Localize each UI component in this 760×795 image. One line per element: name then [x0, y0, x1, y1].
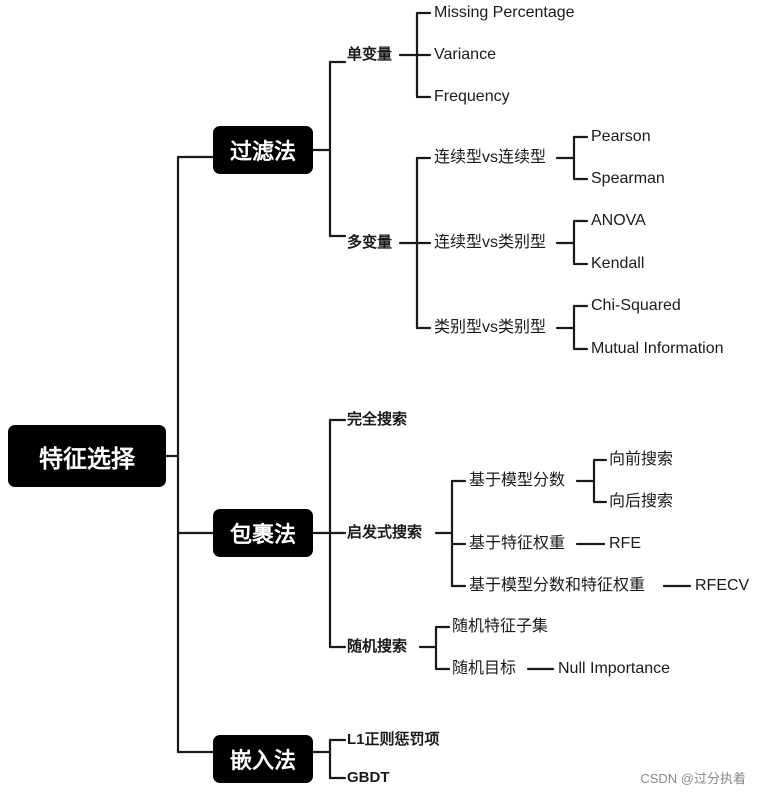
- model-score-and-weight-node: 基于模型分数和特征权重: [469, 577, 646, 594]
- spearman-leaf: Spearman: [591, 170, 665, 187]
- rfecv-leaf: RFECV: [695, 577, 750, 594]
- exhaustive-search-node: 完全搜索: [347, 411, 408, 428]
- continuous-categorical-node: 连续型vs类别型: [434, 234, 547, 251]
- pearson-leaf: Pearson: [591, 128, 651, 145]
- backward-search-leaf: 向后搜索: [609, 493, 674, 510]
- root-node: 特征选择: [8, 425, 166, 487]
- heuristic-search-node: 启发式搜索: [347, 524, 423, 541]
- gbdt-leaf: GBDT: [347, 769, 390, 786]
- model-score-node: 基于模型分数: [469, 472, 566, 489]
- random-feature-subset-leaf: 随机特征子集: [452, 618, 549, 635]
- missing-percentage-leaf: Missing Percentage: [434, 4, 575, 21]
- watermark: CSDN @过分执着: [640, 771, 746, 786]
- chi-squared-leaf: Chi-Squared: [591, 297, 681, 314]
- continuous-continuous-node: 连续型vs连续型: [434, 149, 547, 166]
- feature-weight-node: 基于特征权重: [469, 535, 566, 552]
- filter-method-node: 过滤法: [213, 126, 313, 174]
- embedded-method-node: 嵌入法: [213, 735, 313, 783]
- anova-leaf: ANOVA: [591, 212, 646, 229]
- mutual-information-leaf: Mutual Information: [591, 340, 724, 357]
- random-target-node: 随机目标: [452, 660, 517, 677]
- kendall-leaf: Kendall: [591, 255, 645, 272]
- wrapper-method-node: 包裹法: [213, 509, 313, 557]
- null-importance-leaf: Null Importance: [558, 660, 671, 677]
- frequency-leaf: Frequency: [434, 88, 510, 105]
- multivariate-node: 多变量: [347, 234, 393, 251]
- variance-leaf: Variance: [434, 46, 496, 63]
- random-search-node: 随机搜索: [347, 638, 408, 655]
- categorical-categorical-node: 类别型vs类别型: [434, 319, 547, 336]
- l1-penalty-leaf: L1正则惩罚项: [347, 731, 440, 748]
- forward-search-leaf: 向前搜索: [609, 451, 674, 468]
- rfe-leaf: RFE: [609, 535, 641, 552]
- univariate-node: 单变量: [347, 46, 393, 63]
